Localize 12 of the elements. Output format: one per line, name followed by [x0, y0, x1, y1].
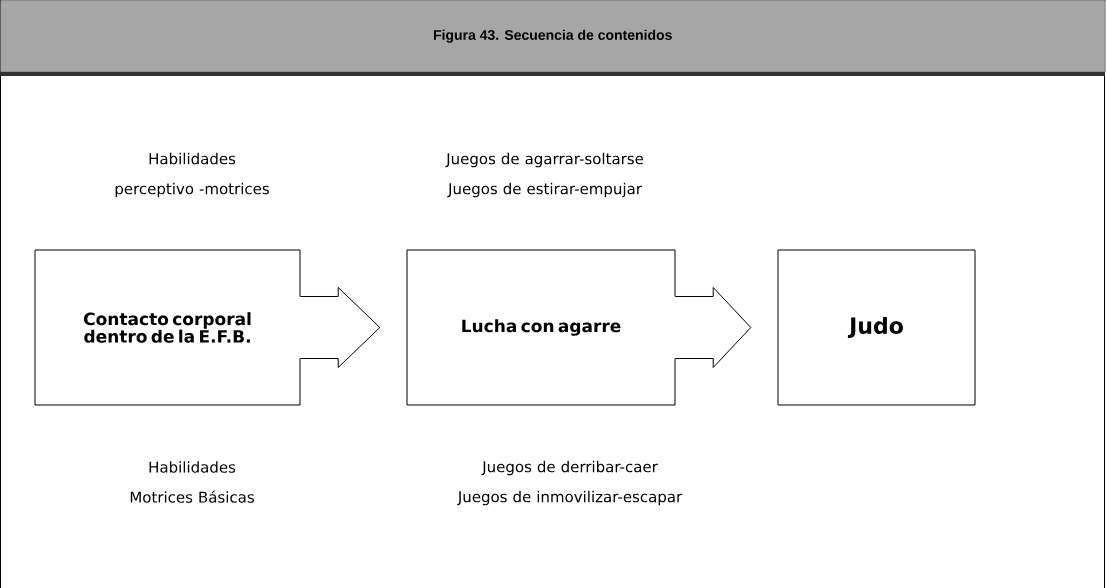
side-label: Juegos de derribar-caer: [481, 460, 658, 476]
side-label: Juegos de estirar-empujar: [447, 182, 642, 198]
side-label: Habilidades perceptivo -motrices: [115, 152, 269, 198]
side-label: Juegos de agarrar-soltarse: [445, 152, 644, 168]
process-box: Contacto corporal dentro de la E.F.B.: [34, 249, 301, 406]
block-arrow: [299, 287, 381, 368]
process-box: Lucha con agarre: [406, 249, 676, 406]
process-box: Judo: [777, 249, 976, 406]
title-band: Figura 43. Secuencia de contenidos: [0, 0, 1106, 73]
side-label: Juegos de inmovilizar-escapar: [457, 490, 683, 506]
block-arrow: [674, 287, 752, 368]
side-label: Habilidades Motrices Básicas: [130, 461, 254, 503]
